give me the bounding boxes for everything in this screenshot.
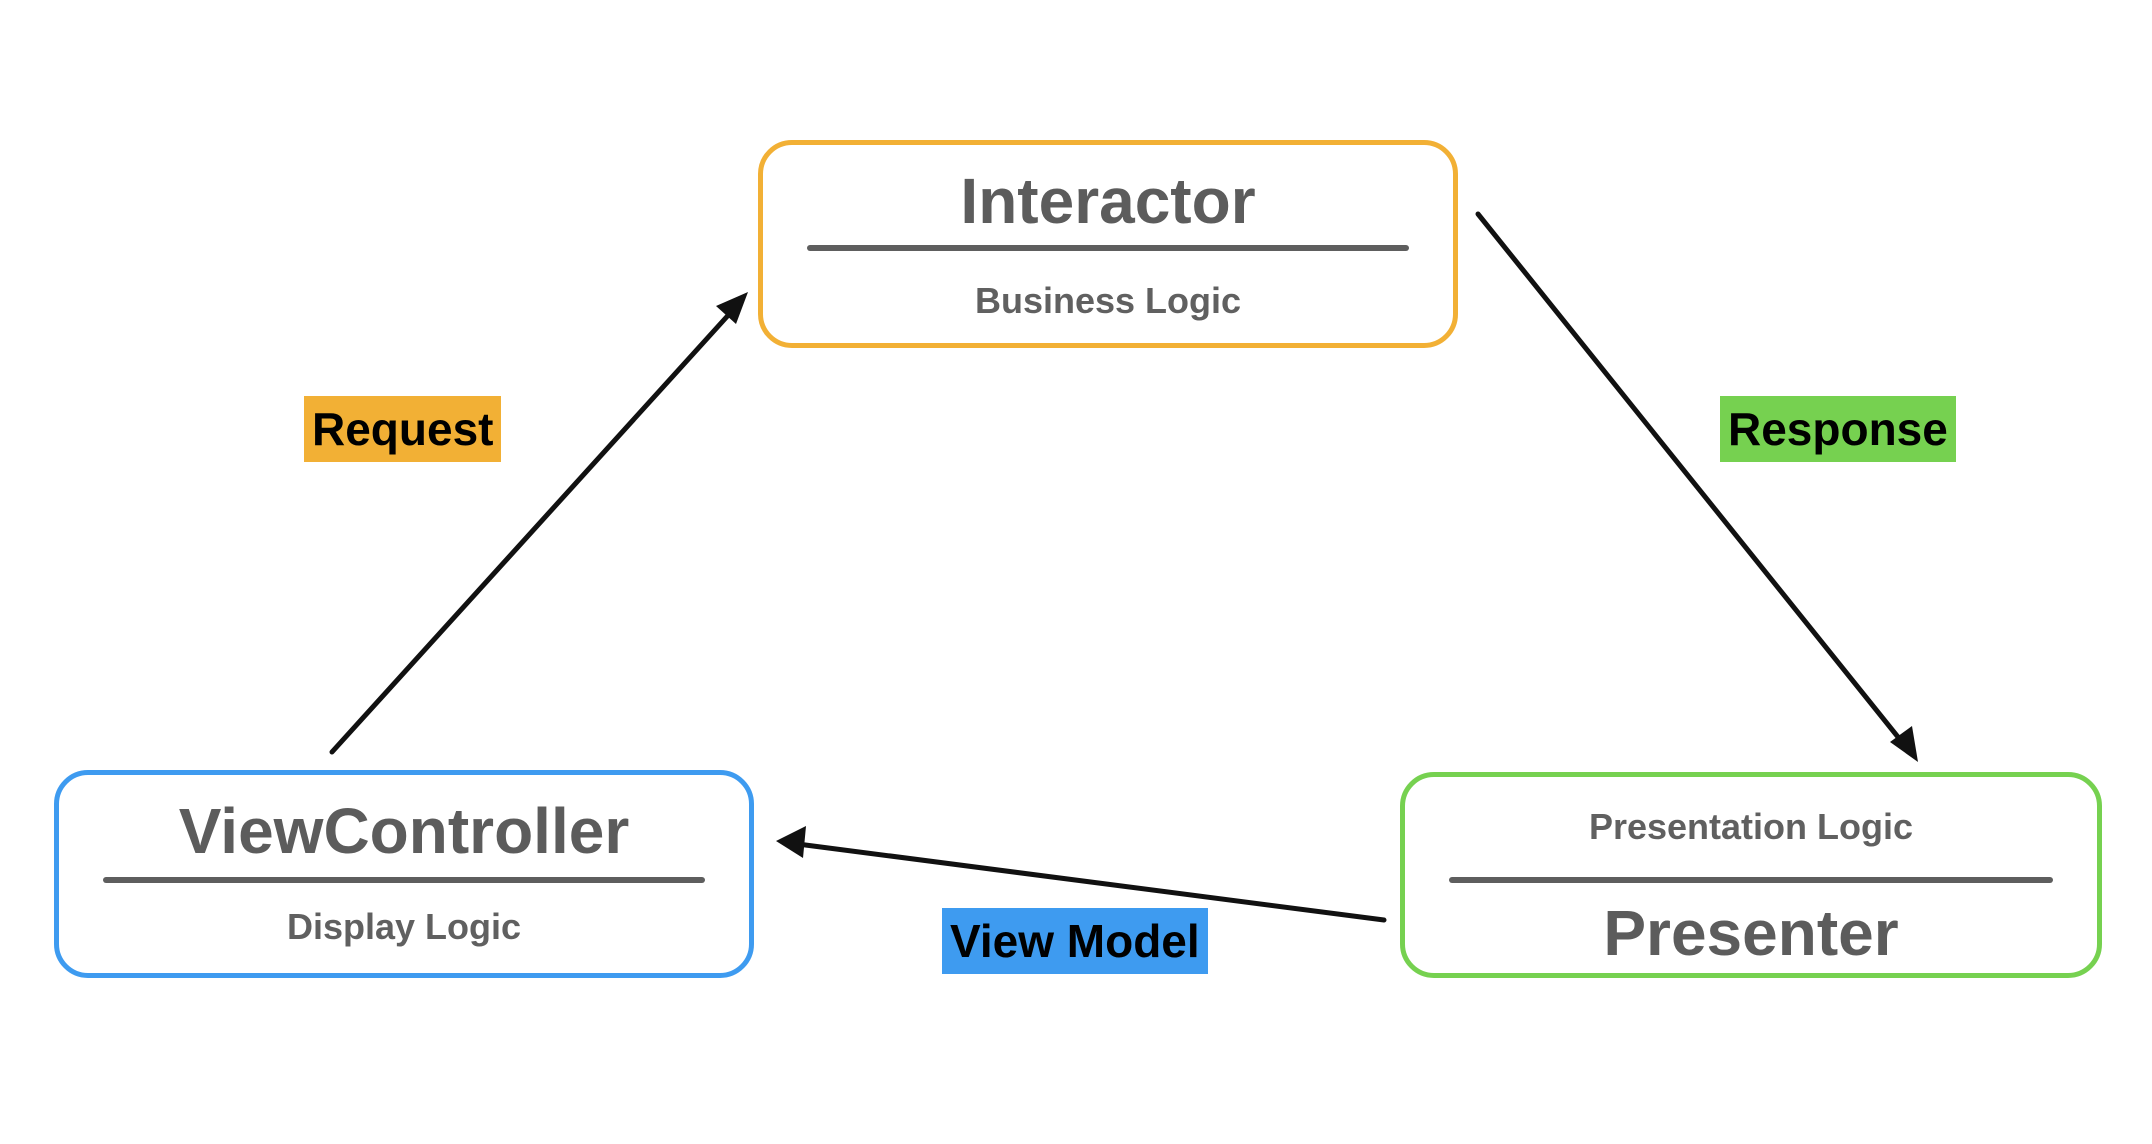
view-model-arrow bbox=[776, 826, 1387, 923]
view-model-label: View Model bbox=[942, 908, 1208, 974]
presenter-title: Presenter bbox=[1603, 897, 1899, 969]
interactor-box: Interactor Business Logic bbox=[758, 140, 1458, 348]
view-controller-divider bbox=[103, 877, 705, 883]
view-controller-box: ViewController Display Logic bbox=[54, 770, 754, 978]
view-controller-title: ViewController bbox=[178, 795, 630, 867]
presenter-subtitle: Presentation Logic bbox=[1588, 806, 1914, 847]
request-label: Request bbox=[304, 396, 502, 462]
interactor-divider bbox=[807, 245, 1409, 251]
response-label: Response bbox=[1720, 396, 1956, 462]
presenter-divider bbox=[1449, 877, 2053, 883]
interactor-subtitle: Business Logic bbox=[974, 280, 1242, 321]
request-arrow bbox=[329, 292, 748, 755]
view-controller-subtitle: Display Logic bbox=[286, 906, 522, 947]
presenter-box: Presentation Logic Presenter bbox=[1400, 772, 2102, 978]
interactor-title: Interactor bbox=[960, 165, 1256, 237]
response-arrow bbox=[1475, 211, 1918, 762]
